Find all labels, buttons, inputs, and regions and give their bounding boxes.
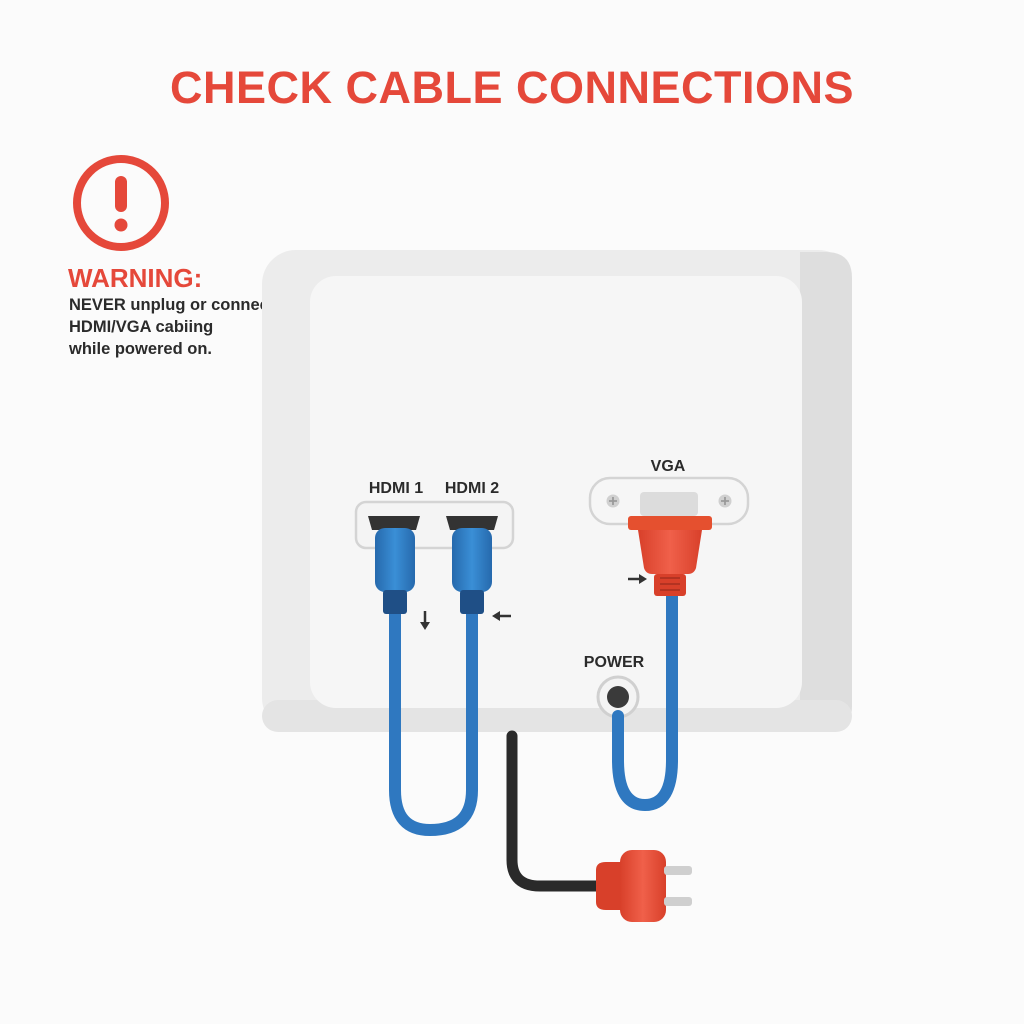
warning-text-line: HDMI/VGA cabiing [69, 318, 214, 336]
device-panel [262, 250, 852, 732]
vga-cable-icon[interactable] [628, 516, 712, 596]
exclamation-circle-icon [73, 155, 169, 251]
warning-text-line: NEVER unplug or connect [69, 296, 275, 314]
vga-port-housing [588, 476, 750, 526]
hdmi-cable-icon[interactable] [452, 528, 492, 614]
warning-text-line: while powered on. [69, 340, 213, 358]
power-label: POWER [584, 654, 645, 671]
vga-cable [612, 589, 678, 812]
page-title: CHECK CABLE CONNECTIONS [169, 62, 855, 113]
hdmi-cable [389, 606, 478, 837]
hdmi1-label: HDMI 1 [369, 480, 423, 497]
warning-heading: WARNING: [68, 263, 203, 293]
hdmi2-label: HDMI 2 [445, 480, 499, 497]
arrow-icon [420, 611, 430, 630]
power-plug-icon[interactable] [596, 850, 692, 922]
hdmi-cable-icon[interactable] [375, 528, 415, 614]
power-cord [506, 730, 606, 892]
power-jack[interactable] [596, 675, 640, 719]
arrow-icon [628, 574, 647, 584]
arrow-icon [492, 611, 511, 621]
vga-label: VGA [651, 458, 686, 475]
